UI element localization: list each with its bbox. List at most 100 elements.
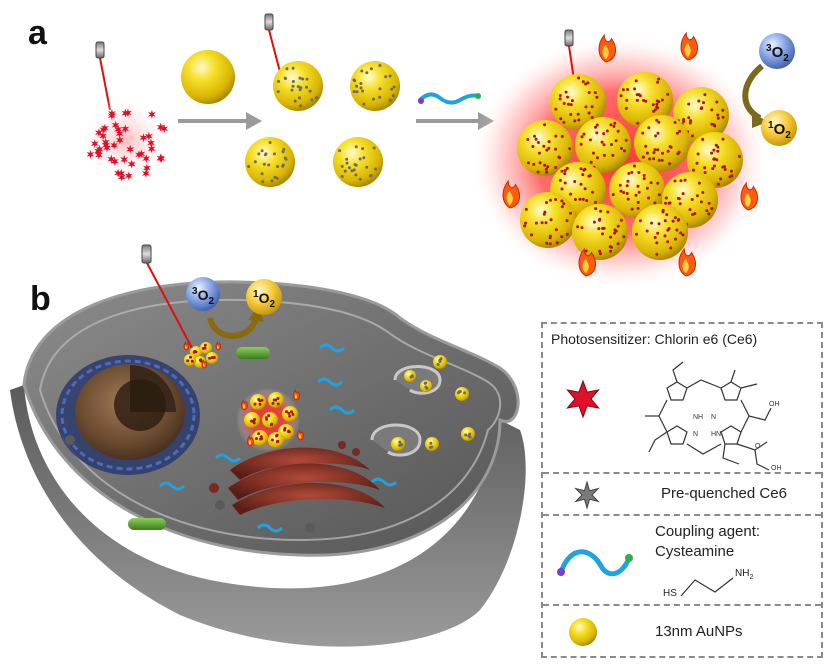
gold-nanoparticle-icon: [244, 412, 260, 428]
star-icon: [124, 171, 133, 181]
flame-icon: [740, 181, 758, 211]
gold-nanoparticle-icon: [200, 342, 212, 354]
svg-text:HN: HN: [711, 431, 721, 438]
triplet-oxygen-ball: [759, 33, 795, 69]
flame-icon: [598, 33, 616, 63]
gold-nanoparticle-icon: [569, 618, 597, 646]
flame-icon: [578, 247, 596, 277]
star-icon: [143, 163, 151, 173]
linker-icon: [557, 549, 633, 577]
star-icon: [126, 144, 135, 154]
star-icon: [148, 109, 156, 119]
panel-label-b: b: [30, 280, 51, 318]
gold-nanoparticle-icon: [572, 204, 628, 260]
gold-nanoparticle-icon: [517, 120, 573, 176]
star-icon: [142, 154, 151, 164]
star-icon: [95, 144, 104, 154]
legend-row-coupling: Coupling agent: Cysteamine HS NH2: [543, 516, 821, 606]
cysteamine-structure: [680, 577, 734, 597]
gold-nanoparticle-icon: [245, 137, 295, 187]
quenched-aunp-group: [245, 61, 400, 187]
laser-icon: [264, 13, 281, 73]
legend-ce6-title: Photosensitizer: Chlorin e6 (Ce6): [551, 331, 758, 347]
star-icon: [124, 108, 132, 118]
gold-nanoparticle-icon: [425, 437, 439, 451]
svg-text:O: O: [755, 443, 761, 450]
legend-coupling-line2: Cysteamine: [655, 543, 735, 560]
triplet-oxygen-ball-b: [186, 277, 220, 311]
gold-nanoparticle-icon: [617, 72, 673, 128]
triplet-oxygen-label-b: 3O2: [192, 286, 214, 307]
star-icon: [107, 154, 116, 164]
star-icon: [90, 139, 99, 149]
ce6-glow: [81, 95, 171, 185]
gold-nanoparticle-icon: [190, 346, 202, 358]
star-icon: [160, 124, 169, 134]
gold-nanoparticle-icon: [455, 387, 469, 401]
star-icon: [121, 124, 130, 134]
star-icon: [157, 154, 166, 164]
gold-nanoparticle-icon: [268, 392, 284, 408]
cell-aunp-cluster: [241, 388, 304, 448]
laser-icon: [141, 244, 193, 349]
flame-icon: [215, 341, 222, 351]
gold-nanoparticle-icon: [687, 132, 743, 188]
gold-nanoparticle-icon: [634, 115, 690, 171]
triplet-oxygen-label-a: 3O2: [766, 43, 789, 64]
star-icon: [117, 168, 126, 178]
star-icon: [566, 379, 600, 419]
legend-box: Photosensitizer: Chlorin e6 (Ce6): [541, 322, 823, 658]
star-icon: [114, 168, 122, 178]
gold-nanoparticle-icon: [252, 430, 268, 446]
svg-text:OH: OH: [771, 465, 782, 472]
gold-nanoparticle-icon: [391, 437, 405, 451]
star-icon: [110, 156, 119, 166]
aunp-aggregate: [517, 72, 743, 260]
gold-nanoparticle-icon: [181, 50, 235, 104]
flame-icon: [502, 179, 520, 209]
membrane-aunp-cluster: [183, 341, 222, 369]
legend-hs-label: HS: [663, 588, 677, 599]
gold-nanoparticle-icon: [268, 432, 284, 448]
star-icon: [95, 128, 103, 138]
star-icon: [108, 109, 116, 118]
gold-nanoparticle-icon: [609, 162, 665, 218]
star-icon: [114, 124, 123, 134]
gold-nanoparticle-icon: [673, 87, 729, 143]
gold-nanoparticle-icon: [273, 61, 323, 111]
star-icon: [94, 147, 103, 157]
star-icon: [115, 129, 124, 139]
star-icon: [120, 155, 129, 164]
free-aunps: [391, 355, 475, 451]
singlet-oxygen-ball: [761, 110, 797, 146]
flame-icon: [293, 388, 300, 401]
star-icon: [103, 143, 111, 153]
star-icon: [117, 172, 126, 182]
star-icon: [574, 480, 600, 510]
gold-nanoparticle-icon: [262, 412, 278, 428]
star-icon: [99, 131, 107, 141]
star-icon: [139, 133, 148, 143]
flame-icon: [201, 359, 208, 369]
flame-icon: [680, 31, 698, 61]
panel-label-a: a: [28, 14, 47, 52]
chlorin-molecule: [645, 361, 772, 471]
star-icon: [142, 168, 150, 178]
gold-nanoparticle-icon: [333, 137, 383, 187]
star-icon: [156, 122, 165, 132]
gold-nanoparticle-icon: [282, 406, 298, 422]
star-icon: [102, 140, 110, 150]
gold-nanoparticle-icon: [575, 117, 631, 173]
legend-prequenched-label: Pre-quenched Ce6: [661, 485, 787, 502]
gold-nanoparticle-icon: [350, 61, 400, 111]
linker-icon: [418, 92, 480, 105]
star-icon: [101, 123, 109, 133]
legend-coupling-line1: Coupling agent:: [655, 523, 761, 540]
star-icon: [127, 159, 136, 169]
gold-nanoparticle-icon: [420, 380, 432, 392]
svg-text:OH: OH: [769, 401, 780, 408]
laser-icon: [564, 29, 575, 81]
legend-row-aunp: 13nm AuNPs: [543, 606, 821, 658]
gold-nanoparticle-icon: [632, 204, 688, 260]
